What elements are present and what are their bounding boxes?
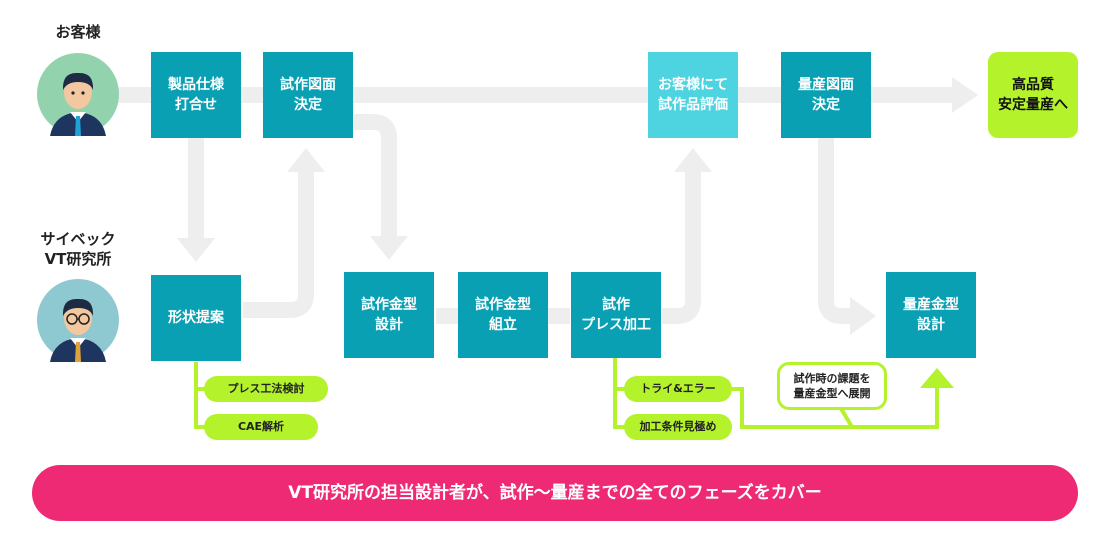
step-press-line1: 試作 xyxy=(602,297,630,313)
step-mass-drawing-line1: 量産図面 xyxy=(798,77,854,93)
step-goal-line2: 安定量産へ xyxy=(998,97,1068,113)
step-prototype-drawing: 試作図面決定 xyxy=(263,52,353,138)
step-mass-drawing-line2: 決定 xyxy=(812,97,840,113)
vendor-label-line1: サイベック xyxy=(40,230,116,248)
vendor-label: サイベック VT研究所 xyxy=(20,229,136,269)
arrow-head-goal xyxy=(952,77,978,113)
step-die-assembly-line2: 組立 xyxy=(489,317,517,333)
step-goal-line1: 高品質 xyxy=(1012,77,1054,93)
step-mass-die-design: 量産金型設計 xyxy=(886,272,976,358)
feedback-note-line1: 試作時の課題を xyxy=(793,372,871,385)
arrow-head-proposal xyxy=(177,238,215,262)
mass-drawing-to-die-line xyxy=(818,138,852,324)
arrow-head-drawing xyxy=(287,148,325,172)
step-die-design: 試作金型設計 xyxy=(344,272,434,358)
arrow-head-die xyxy=(370,236,408,260)
step-mass-drawing: 量産図面決定 xyxy=(781,52,871,138)
press-to-evaluation-line xyxy=(662,170,701,324)
proposal-to-drawing-line xyxy=(243,170,314,318)
step-die-design-line1: 試作金型 xyxy=(361,297,417,313)
arrow-head-feedback xyxy=(920,368,954,388)
step-prototype-press: 試作プレス加工 xyxy=(571,272,661,358)
arrow-head-mass-die xyxy=(850,297,876,335)
step-die-assembly: 試作金型組立 xyxy=(458,272,548,358)
feedback-note: 試作時の課題を 量産金型へ展開 xyxy=(777,362,887,410)
step-drawing-line2: 決定 xyxy=(294,97,322,113)
step-die-assembly-line1: 試作金型 xyxy=(475,297,531,313)
step-drawing-line1: 試作図面 xyxy=(280,77,336,93)
step-spec-line2: 打合せ xyxy=(175,97,217,113)
step-spec-meeting: 製品仕様打合せ xyxy=(151,52,241,138)
engineer-avatar-icon xyxy=(36,278,120,366)
step-shape-proposal: 形状提案 xyxy=(151,275,241,361)
feedback-line xyxy=(732,387,939,429)
feedback-note-line2: 量産金型へ展開 xyxy=(793,387,871,400)
step-die-design-line2: 設計 xyxy=(375,317,403,333)
vendor-label-line2: VT研究所 xyxy=(44,250,112,268)
arrow-head-evaluation xyxy=(674,148,712,172)
step-customer-evaluation: お客様にて試作品評価 xyxy=(648,52,738,138)
step-press-line2: プレス加工 xyxy=(581,317,651,333)
step-mass-die-line2: 設計 xyxy=(917,317,945,333)
subtask-conditions: 加工条件見極め xyxy=(624,414,732,440)
step-mass-die-line1: 量産金型 xyxy=(903,297,959,313)
step-spec-line1: 製品仕様 xyxy=(168,77,224,93)
step-evaluation-line1: お客様にて xyxy=(658,77,728,93)
customer-label: お客様 xyxy=(55,23,101,41)
step-evaluation-line2: 試作品評価 xyxy=(658,97,728,113)
subtask-trial-error: トライ&エラー xyxy=(624,376,732,402)
customer-avatar-icon xyxy=(36,52,120,140)
drawing-to-die-line xyxy=(354,114,397,238)
step-proposal-line1: 形状提案 xyxy=(168,310,224,326)
subtask-cae: CAE解析 xyxy=(204,414,318,440)
subtask-press-method: プレス工法検討 xyxy=(204,376,328,402)
step-goal: 高品質安定量産へ xyxy=(988,52,1078,138)
coverage-banner: VT研究所の担当設計者が、試作〜量産までの全てのフェーズをカバー xyxy=(32,465,1078,521)
